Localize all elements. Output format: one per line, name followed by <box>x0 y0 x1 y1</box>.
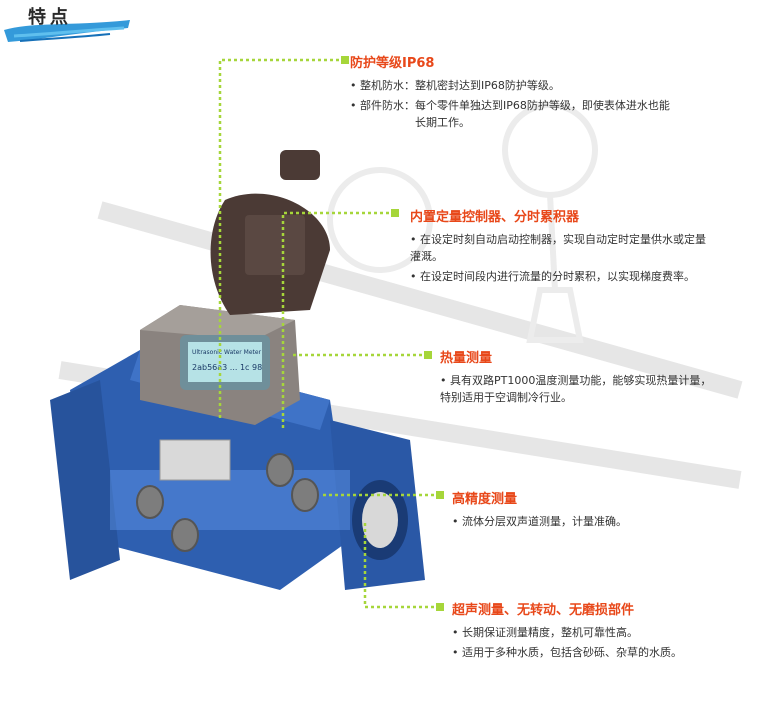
ultrasonic-water-meter-image: Ultrasonic Water Meter 2ab56a3 ... 1c 98 <box>50 150 425 590</box>
list-item: • 长期保证测量精度，整机可靠性高。 <box>452 626 638 639</box>
brush-stroke-decoration <box>4 20 130 42</box>
feature-high-precision: 高精度测量 • 流体分层双声道测量，计量准确。 <box>452 488 722 533</box>
feature-title: 内置定量控制器、分时累积器 <box>410 210 580 225</box>
list-item: • 流体分层双声道测量，计量准确。 <box>452 515 627 528</box>
list-item: • 部件防水： 每个零件单独达到IP68防护等级，即使表体进水也能长期工作。 <box>350 99 670 129</box>
list-item: • 在设定时间段内进行流量的分时累积，以实现梯度费率。 <box>410 270 695 283</box>
list-item: • 具有双路PT1000温度测量功能，能够实现热量计量，特别适用于空调制冷行业。 <box>440 374 712 404</box>
list-item: • 在设定时刻自动启动控制器，实现自动定时定量供水或定量灌溉。 <box>410 233 706 263</box>
feature-title: 防护等级IP68 <box>350 56 435 71</box>
feature-ultrasonic: 超声测量、无转动、无磨损部件 • 长期保证测量精度，整机可靠性高。 • 适用于多… <box>452 599 732 664</box>
list-item: • 适用于多种水质，包括含砂砾、杂草的水质。 <box>452 646 682 659</box>
list-item: • 整机防水： 整机密封达到IP68防护等级。 <box>350 79 560 92</box>
feature-controller: 内置定量控制器、分时累积器 • 在设定时刻自动启动控制器，实现自动定时定量供水或… <box>410 206 710 288</box>
feature-title: 热量测量 <box>440 351 493 366</box>
display-label: Ultrasonic Water Meter <box>192 349 262 356</box>
feature-ip68: 防护等级IP68 • 整机防水： 整机密封达到IP68防护等级。 • 部件防水：… <box>350 52 670 134</box>
feature-heat-measurement: 热量测量 • 具有双路PT1000温度测量功能，能够实现热量计量，特别适用于空调… <box>440 347 720 409</box>
display-digits: 2ab56a3 ... 1c 98 <box>192 363 262 372</box>
section-header: 特点 <box>0 0 140 48</box>
feature-title: 高精度测量 <box>452 492 518 507</box>
feature-title: 超声测量、无转动、无磨损部件 <box>452 603 635 618</box>
page-title: 特点 <box>28 7 72 28</box>
